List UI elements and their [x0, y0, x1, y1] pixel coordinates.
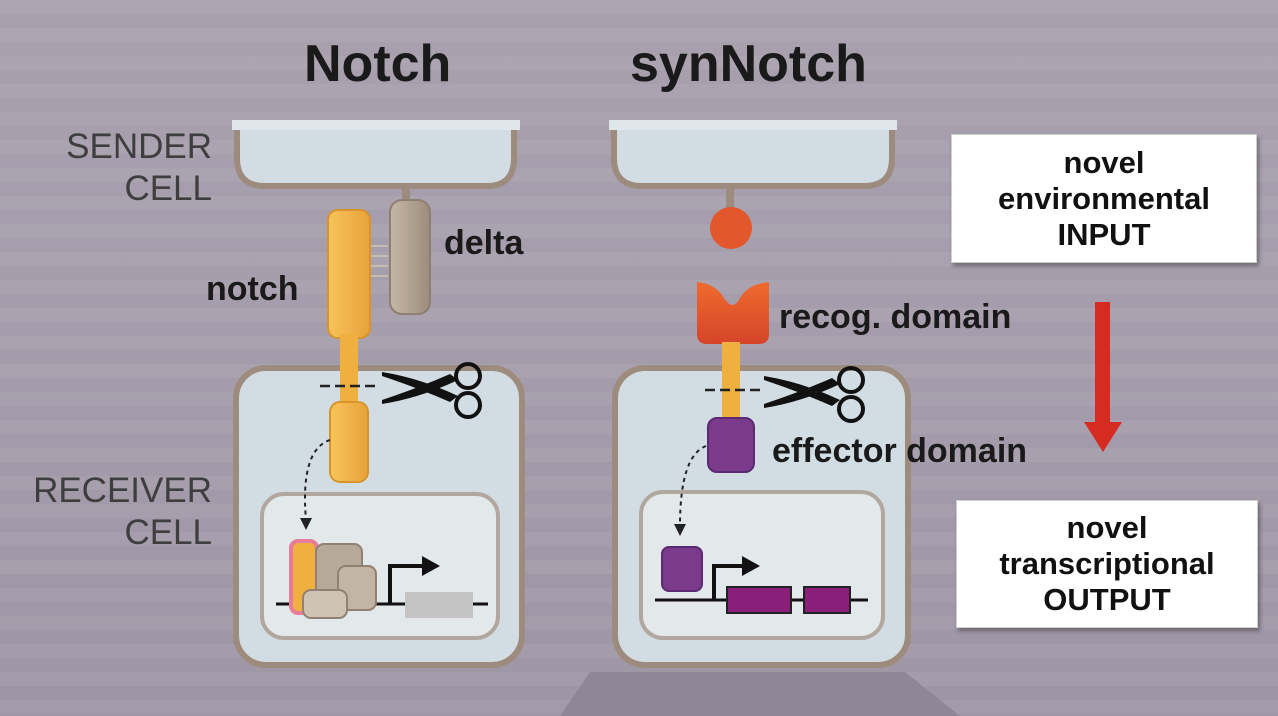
output-box-line1: novel	[1066, 510, 1148, 545]
translocation-arrow-right	[679, 445, 707, 527]
sender-cell-right	[611, 128, 895, 189]
notch-intracellular	[329, 401, 369, 483]
promoter-arrowhead-right	[742, 556, 760, 576]
antigen-ligand	[710, 207, 752, 249]
receiver-label-line1: RECEIVER	[33, 471, 212, 510]
title-notch: Notch	[304, 35, 452, 93]
sender-cell-right-top	[609, 120, 897, 130]
gene-left	[405, 592, 473, 618]
output-box: novel transcriptional OUTPUT	[956, 500, 1258, 628]
translocation-arrowhead-left	[300, 518, 312, 530]
output-box-line2: transcriptional	[999, 546, 1215, 581]
translocation-arrow-left	[304, 439, 331, 521]
promoter-arrowhead-left	[422, 556, 440, 576]
input-box: novel environmental INPUT	[951, 134, 1257, 263]
scissors-icon	[382, 362, 482, 419]
effector-on-dna	[661, 546, 703, 592]
recog-domain-label: recog. domain	[779, 298, 1012, 336]
input-box-line2: environmental	[998, 180, 1210, 216]
synnotch-core	[722, 342, 740, 422]
sender-label-line1: SENDER	[66, 127, 212, 166]
gene-right-2	[803, 586, 851, 614]
delta-label: delta	[444, 224, 524, 262]
input-to-output-arrow-shaft	[1095, 302, 1110, 426]
input-box-line3: INPUT	[1057, 216, 1151, 252]
sender-cell-left-top	[232, 120, 520, 130]
cofactor-3	[302, 589, 348, 619]
sender-cell-left	[234, 128, 517, 189]
bottom-zoom-wedge	[560, 672, 960, 716]
sender-label-line2: CELL	[124, 169, 212, 208]
recognition-domain	[697, 282, 769, 344]
effector-domain	[707, 417, 755, 473]
antigen-stalk	[726, 186, 734, 208]
notch-label: notch	[206, 270, 299, 308]
promoter-arrow-right	[712, 564, 744, 600]
input-to-output-arrowhead	[1084, 422, 1122, 452]
scissors-icon-right	[764, 366, 865, 423]
sender-cell-label: SENDER CELL	[66, 126, 212, 210]
effector-domain-label: effector domain	[772, 432, 1028, 470]
promoter-arrow-left	[388, 564, 424, 604]
output-box-line3: OUTPUT	[1043, 582, 1171, 617]
translocation-arrowhead-right	[674, 524, 686, 536]
binding-lines	[370, 245, 388, 277]
input-box-line1: novel	[1063, 144, 1145, 180]
delta-stalk	[402, 186, 410, 206]
delta-ligand	[389, 199, 431, 315]
gene-right-1	[726, 586, 792, 614]
receiver-cell-label: RECEIVER CELL	[33, 470, 212, 554]
notch-extracellular	[327, 209, 371, 339]
title-synnotch: synNotch	[630, 35, 867, 93]
receiver-label-line2: CELL	[124, 513, 212, 552]
notch-transmembrane	[340, 334, 358, 408]
